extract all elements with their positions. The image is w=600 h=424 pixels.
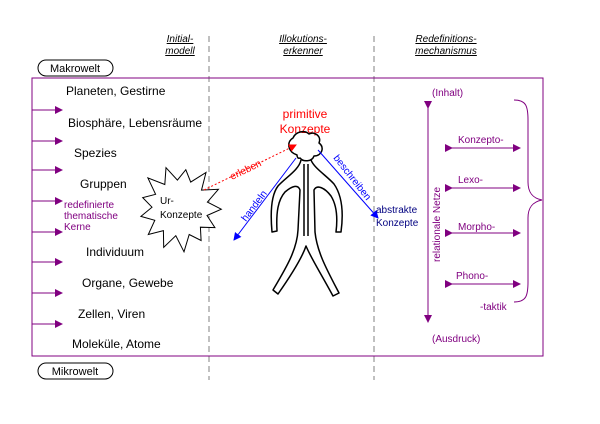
phono-label: Phono- [456, 271, 488, 282]
level-spezies: Spezies [74, 146, 117, 160]
taktik-label: -taktik [480, 302, 508, 313]
right-brace [513, 99, 543, 303]
kerne-label: redefinierte thematische Kerne [64, 200, 118, 233]
lexo-label: Lexo- [458, 175, 483, 186]
svg-text:Makrowelt: Makrowelt [50, 63, 100, 75]
figure-head [288, 130, 323, 162]
header-illokutionserkenner: Illokutions- erkenner [279, 34, 327, 57]
starburst-shape [139, 166, 223, 254]
svg-text:Konzepte: Konzepte [376, 218, 419, 229]
svg-text:Kerne: Kerne [64, 222, 91, 233]
stick-figure [270, 130, 343, 297]
level-zellen: Zellen, Viren [78, 307, 145, 321]
beschreiben-arrow: beschreiben [317, 149, 379, 219]
main-frame [31, 77, 544, 357]
makrowelt-label: Makrowelt [37, 59, 114, 77]
figure-body [270, 159, 343, 297]
level-organe: Organe, Gewebe [82, 276, 174, 290]
svg-text:abstrakte: abstrakte [376, 205, 418, 216]
ausdruck-label: (Ausdruck) [432, 334, 480, 345]
taxis-labels: Konzepto- Lexo- Morpho- Phono- -taktik [456, 135, 508, 313]
header-redefinition-line1: Redefinitions- [415, 34, 477, 45]
level-planeten: Planeten, Gestirne [66, 84, 166, 98]
relationale-netze: relationale Netze [424, 101, 443, 323]
level-molekuele: Moleküle, Atome [72, 337, 161, 351]
level-gruppen: Gruppen [80, 177, 127, 191]
svg-text:Mikrowelt: Mikrowelt [52, 366, 98, 378]
header-illokution-line2: erkenner [283, 46, 323, 57]
primitive-konzepte-label: primitive Konzepte [280, 107, 331, 136]
taxis-arrows [445, 144, 521, 288]
header-redefinitionsmechanismus: Redefinitions- mechanismus [415, 34, 477, 57]
erleben-arrow: erleben [203, 144, 297, 191]
svg-text:Konzepte: Konzepte [280, 122, 331, 136]
morpho-label: Morpho- [458, 222, 495, 233]
svg-text:erleben: erleben [228, 158, 263, 183]
header-initialmodell-line2: modell [165, 46, 195, 57]
svg-text:beschreiben: beschreiben [331, 153, 373, 203]
left-arrows [32, 106, 63, 328]
mikrowelt-label: Mikrowelt [37, 362, 114, 380]
svg-text:thematische: thematische [64, 211, 118, 222]
urkonzepte-starburst: Ur- Konzepte [139, 166, 223, 254]
header-illokution-line1: Illokutions- [279, 34, 327, 45]
abstrakte-konzepte-label: abstrakte Konzepte [376, 205, 419, 229]
level-individuum: Individuum [86, 245, 144, 259]
header-initialmodell-line1: Initial- [167, 34, 194, 45]
header-initialmodell: Initial- modell [165, 34, 195, 57]
svg-text:redefinierte: redefinierte [64, 200, 114, 211]
header-redefinition-line2: mechanismus [415, 46, 477, 57]
konzepto-label: Konzepto- [458, 135, 504, 146]
svg-text:handeln: handeln [240, 189, 270, 224]
level-biosphaere: Biosphäre, Lebensräume [68, 116, 202, 130]
svg-text:primitive: primitive [283, 107, 328, 121]
level-labels: Planeten, Gestirne Biosphäre, Lebensräum… [66, 84, 202, 351]
svg-text:Konzepte: Konzepte [160, 210, 203, 221]
inhalt-label: (Inhalt) [432, 88, 463, 99]
svg-text:relationale Netze: relationale Netze [432, 187, 443, 262]
svg-text:Ur-: Ur- [160, 196, 174, 207]
